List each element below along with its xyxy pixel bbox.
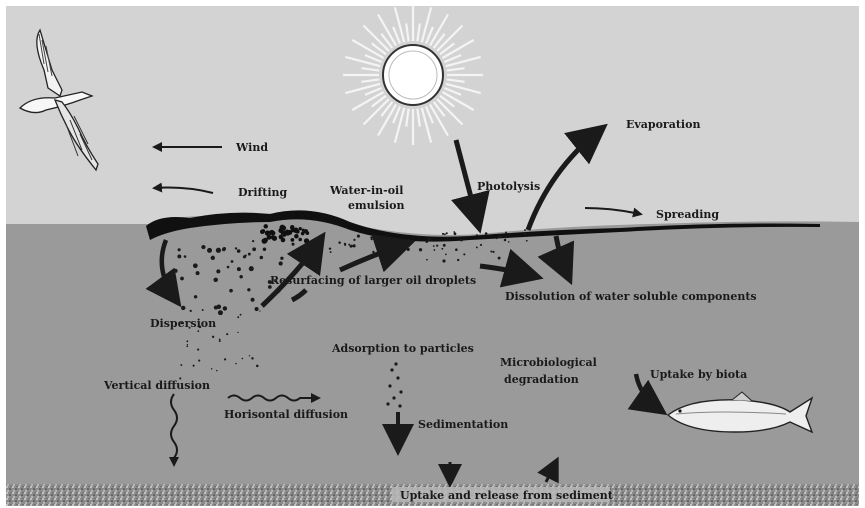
sun-icon [343, 5, 483, 145]
adsorption-label: Adsorption to particles [331, 342, 474, 355]
emulsion-label-line1: Water-in-oil [329, 184, 403, 197]
horizontal-diffusion-label: Horisontal diffusion [224, 408, 348, 421]
microbio-label-line2: degradation [504, 373, 579, 386]
sediment-exchange-label: Uptake and release from sediment [400, 489, 614, 502]
emulsion-label-line2: emulsion [348, 199, 405, 212]
resurfacing-label: Resurfacing of larger oil droplets [270, 274, 476, 287]
dispersion-label: Dispersion [150, 317, 216, 330]
spreading-label: Spreading [656, 208, 719, 221]
sedimentation-label: Sedimentation [418, 418, 508, 431]
evaporation-label: Evaporation [626, 118, 700, 131]
wind-label: Wind [235, 141, 268, 154]
vertical-diffusion-label: Vertical diffusion [103, 379, 210, 392]
uptake-biota-label: Uptake by biota [650, 368, 747, 381]
dissolution-label: Dissolution of water soluble components [505, 290, 757, 303]
microbio-label-line1: Microbiological [500, 356, 597, 369]
photolysis-label: Photolysis [477, 180, 540, 193]
drifting-label: Drifting [238, 186, 288, 199]
